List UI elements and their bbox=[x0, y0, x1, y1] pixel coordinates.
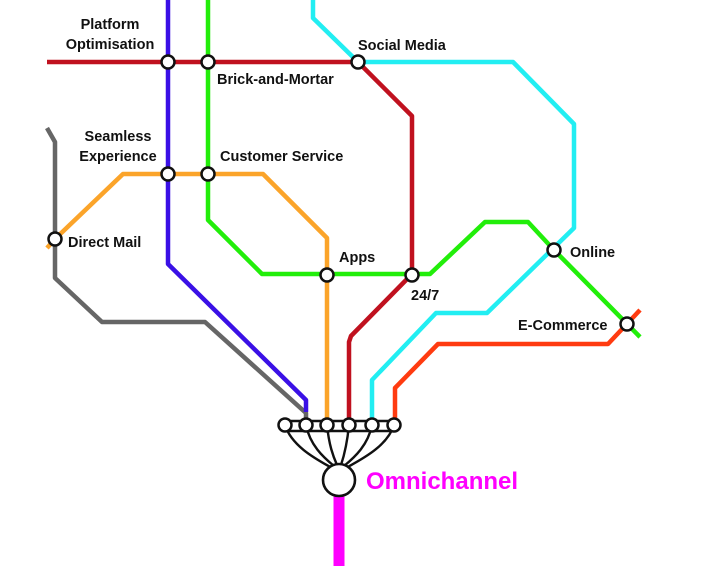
orange-line bbox=[45, 171, 330, 420]
label-online: Online bbox=[570, 245, 615, 261]
label-omnichannel: Omnichannel bbox=[366, 468, 518, 495]
station-brick-and-mortar bbox=[200, 54, 216, 70]
station-24-7 bbox=[404, 267, 420, 283]
omnichannel-hub bbox=[277, 417, 402, 498]
station-customer-service bbox=[200, 166, 216, 182]
station-online bbox=[546, 242, 562, 258]
redorange-line bbox=[392, 308, 642, 420]
station-social-media bbox=[350, 54, 366, 70]
label-apps: Apps bbox=[339, 250, 375, 266]
station-direct-mail bbox=[47, 231, 63, 247]
label-platform-optimisation-2: Optimisation bbox=[66, 37, 155, 53]
label-e-commerce: E-Commerce bbox=[518, 318, 607, 334]
station-e-commerce bbox=[619, 316, 635, 332]
label-customer-service: Customer Service bbox=[220, 149, 343, 165]
station-platform-optimisation bbox=[160, 54, 176, 70]
label-24-7: 24/7 bbox=[411, 288, 439, 304]
label-direct-mail: Direct Mail bbox=[68, 235, 141, 251]
label-platform-optimisation-1: Platform bbox=[81, 17, 140, 33]
label-seamless-experience-1: Seamless bbox=[85, 129, 152, 145]
station-apps bbox=[319, 267, 335, 283]
label-seamless-experience-2: Experience bbox=[79, 149, 156, 165]
label-brick-and-mortar: Brick-and-Mortar bbox=[217, 72, 334, 88]
label-social-media: Social Media bbox=[358, 38, 447, 54]
grey-line bbox=[45, 126, 309, 420]
cyan-line bbox=[310, 0, 577, 420]
station-seamless-experience bbox=[160, 166, 176, 182]
purple-line bbox=[165, 0, 309, 412]
